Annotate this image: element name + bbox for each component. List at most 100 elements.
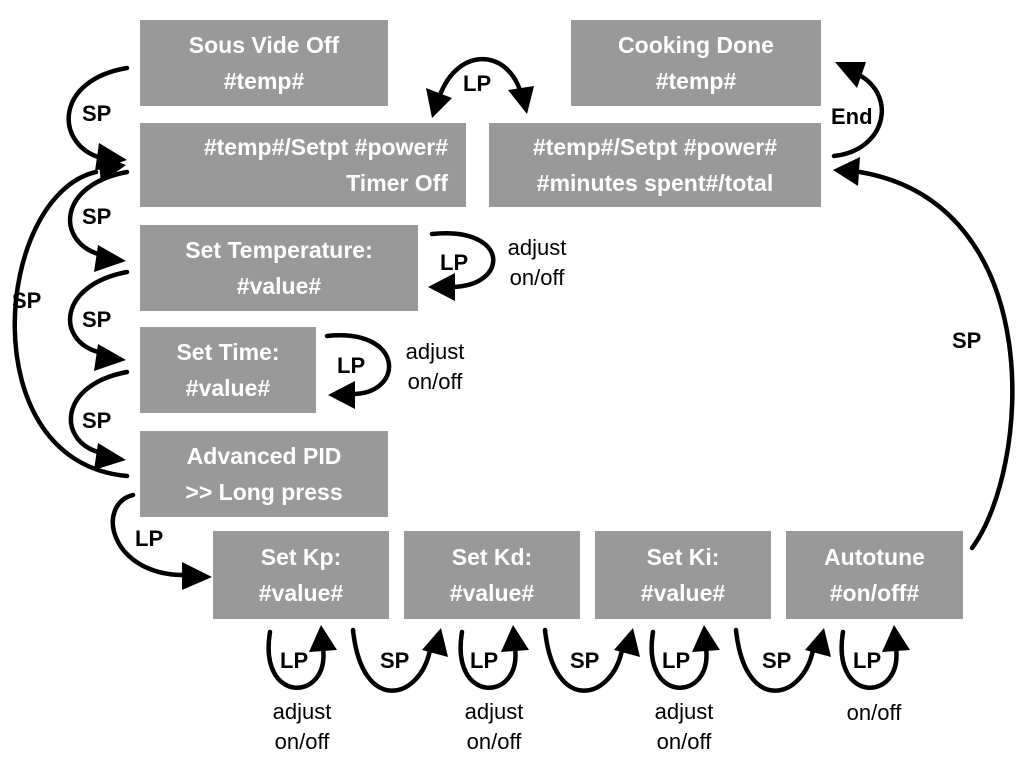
arrow-lp-to-set-kp	[110, 492, 187, 578]
arrowhead	[614, 628, 640, 657]
annotation-adjust-set-ki: adjust on/off	[639, 697, 729, 757]
label-end: End	[831, 104, 873, 129]
state-set-time: Set Time: #value#	[140, 327, 316, 413]
state-value: #minutes spent#/total	[536, 170, 774, 196]
state-set-ki: Set Ki: #value#	[595, 531, 771, 619]
label-sp: SP	[12, 288, 42, 313]
arrowhead	[882, 625, 910, 652]
label-lp: LP	[470, 648, 499, 673]
arrow-lp-adjust-set-temperature	[429, 231, 496, 290]
annotation-on-off-autotune: on/off	[829, 698, 919, 728]
state-set-kp: Set Kp: #value#	[213, 531, 389, 619]
label-lp: LP	[463, 71, 492, 96]
arrowhead	[94, 245, 126, 272]
arrow-sp-kd-to-ki	[542, 627, 625, 693]
state-sous-vide-off: Sous Vide Off #temp#	[140, 20, 388, 106]
label-sp: SP	[82, 307, 112, 332]
arrow-lp-adjust-set-ki	[649, 629, 709, 690]
arrowhead	[835, 62, 866, 88]
state-title: Autotune	[824, 544, 925, 570]
arrowhead	[508, 86, 534, 114]
label-lp: LP	[662, 648, 691, 673]
label-sp: SP	[952, 328, 982, 353]
state-cooking-done: Cooking Done #temp#	[571, 20, 821, 106]
arrowhead	[428, 273, 455, 301]
arrowhead	[328, 381, 355, 409]
state-autotune: Autotune #on/off#	[786, 531, 963, 619]
annotation-adjust: adjust	[654, 699, 714, 724]
label-sp: SP	[380, 648, 410, 673]
arrow-lp-between-running	[437, 56, 523, 98]
state-title: #temp#/Setpt #power#	[532, 134, 778, 160]
arrow-sp-kp-to-kd	[350, 627, 433, 693]
state-title: Set Temperature:	[185, 237, 373, 263]
arrowhead	[501, 625, 529, 652]
state-set-kd: Set Kd: #value#	[404, 531, 580, 619]
arrowhead	[94, 344, 126, 371]
arrow-lp-adjust-set-time	[324, 333, 392, 397]
label-sp: SP	[82, 408, 112, 433]
label-lp: LP	[135, 526, 164, 551]
annotation-adjust-set-kp: adjust on/off	[257, 697, 347, 757]
state-title: Advanced PID	[186, 443, 342, 469]
state-title: Set Kp:	[260, 544, 342, 570]
annotation-adjust: adjust	[272, 699, 332, 724]
state-title: Set Time:	[176, 339, 280, 365]
state-running-timer-off: #temp#/Setpt #power# Timer Off	[140, 123, 466, 207]
arrow-end-to-cooking-done	[831, 70, 884, 159]
arrowhead	[805, 628, 831, 657]
state-value: #value#	[185, 375, 271, 401]
state-value: #on/off#	[829, 580, 920, 606]
state-value: #value#	[258, 580, 344, 606]
arrow-sp-to-advanced-pid	[68, 369, 130, 455]
label-lp: LP	[440, 250, 469, 275]
arrowhead	[98, 154, 126, 183]
arrow-sp-ki-to-autotune	[733, 627, 816, 693]
arrowhead	[426, 88, 452, 118]
state-title: Set Ki:	[646, 544, 720, 570]
annotation-adjust-set-temperature: adjust on/off	[492, 233, 582, 293]
annotation-adjust: adjust	[507, 235, 567, 260]
label-sp: SP	[82, 101, 112, 126]
annotation-on-off: on/off	[407, 369, 463, 394]
arrow-sp-off-to-timer-off	[66, 65, 130, 160]
state-value: #temp#	[223, 68, 305, 94]
annotation-on-off: on/off	[274, 729, 330, 754]
label-sp: SP	[762, 648, 792, 673]
state-title: Set Kd:	[451, 544, 533, 570]
arrowhead	[833, 157, 860, 186]
label-lp: LP	[280, 648, 309, 673]
state-running-timed: #temp#/Setpt #power# #minutes spent#/tot…	[489, 123, 821, 207]
annotation-on-off: on/off	[656, 729, 712, 754]
arrowhead	[94, 443, 126, 470]
arrow-lp-adjust-set-kd	[458, 629, 518, 690]
annotation-adjust: adjust	[405, 339, 465, 364]
annotation-on-off: on/off	[466, 729, 522, 754]
state-value: #value#	[449, 580, 535, 606]
arrowhead	[692, 625, 720, 652]
state-set-temperature: Set Temperature: #value#	[140, 225, 418, 311]
arrowhead	[182, 562, 212, 590]
arrowhead	[422, 628, 448, 657]
label-lp: LP	[853, 648, 882, 673]
arrow-sp-advanced-back-to-timer-off	[12, 169, 130, 479]
arrow-sp-to-set-time	[67, 269, 130, 355]
annotation-on-off: on/off	[846, 700, 902, 725]
state-title: Cooking Done	[618, 32, 774, 58]
state-value: #temp#	[655, 68, 737, 94]
label-lp: LP	[337, 353, 366, 378]
state-value: #value#	[236, 273, 322, 299]
arrow-lp-adjust-set-kp	[266, 629, 326, 690]
arrowhead	[309, 625, 337, 652]
state-title: Sous Vide Off	[188, 32, 340, 58]
label-sp: SP	[82, 204, 112, 229]
state-title: #temp#/Setpt #power#	[203, 134, 448, 160]
arrow-lp-toggle-autotune	[839, 629, 899, 690]
label-sp: SP	[570, 648, 600, 673]
arrow-sp-autotune-to-timed	[857, 169, 1015, 551]
state-advanced-pid: Advanced PID >> Long press	[140, 431, 388, 517]
state-value: #value#	[640, 580, 726, 606]
annotation-adjust-set-time: adjust on/off	[390, 337, 480, 397]
